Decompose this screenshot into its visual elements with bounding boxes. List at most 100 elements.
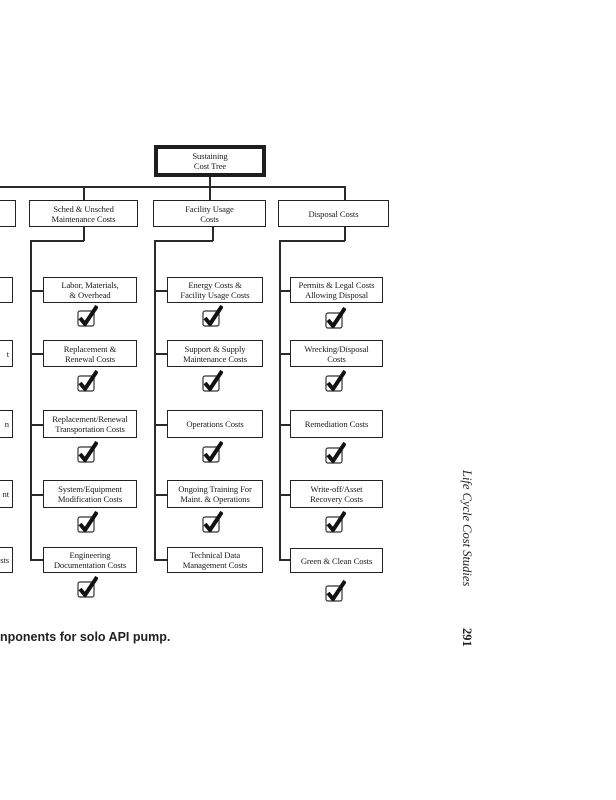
check-mark-icon [77,511,98,533]
connector-branch3-drop [344,186,346,200]
left-cut-box-5: sts [0,547,13,573]
item-text-line1: Permits & Legal Costs [298,280,375,290]
item-text-line1: Ongoing Training For [178,484,252,494]
check-mark-icon [77,370,98,392]
tick-c3-r5 [279,559,290,561]
tick-c2-r3 [154,424,167,426]
item-text-line1: Write-off/Asset [310,484,363,494]
item-text-line2: Maint. & Operations [180,494,250,504]
item-replacement-renewal-transportation: Replacement/Renewal Transportation Costs [43,410,137,438]
left-cut-text-4: nt [2,489,10,499]
branch-disposal-costs: Disposal Costs [278,200,389,227]
tick-c2-r2 [154,353,167,355]
connector-branch2-jog [154,240,213,242]
item-support-supply-maintenance: Support & Supply Maintenance Costs [167,340,263,367]
left-cut-box-2: t [0,340,13,367]
tick-c3-r3 [279,424,290,426]
connector-branch2-drop [209,186,211,200]
left-cut-text-3: n [4,419,9,429]
item-text-line1: Operations Costs [186,419,244,429]
item-technical-data-management: Technical Data Management Costs [167,547,263,573]
tick-c2-r1 [154,290,167,292]
item-text-line2: Transportation Costs [55,424,125,434]
check-mark-icon [77,305,98,327]
item-text-line2: Costs [327,353,346,364]
page-number: 291 [458,628,478,658]
tick-c3-r1 [279,290,290,292]
tick-c1-r4 [30,494,43,496]
check-mark-icon [77,441,98,463]
item-text-line1: Wrecking/Disposal [304,343,369,354]
tick-c1-r2 [30,353,43,355]
connector-branch1-jog [30,240,84,242]
trunk-branch1 [30,240,32,560]
left-cut-box-1 [0,277,13,303]
item-text-line1: System/Equipment [58,484,122,494]
connector-branch1-down [83,227,85,241]
item-green-clean-costs: Green & Clean Costs [290,548,383,573]
tick-c2-r4 [154,494,167,496]
item-text-line2: Maintenance Costs [183,353,247,364]
item-text-line2: Management Costs [182,560,248,570]
item-text-line1: Energy Costs & [188,280,242,290]
branch2-title-line1: Facility Usage [185,203,234,214]
item-wrecking-disposal-costs: Wrecking/Disposal Costs [290,340,383,367]
item-operations-costs: Operations Costs [167,410,263,438]
branch2-title-line2: Costs [200,213,219,224]
item-system-equipment-modification: System/Equipment Modification Costs [43,480,137,508]
check-mark-icon [325,370,346,392]
root-label-line2: Cost Tree [193,161,227,171]
item-text-line2: Modification Costs [57,494,123,504]
check-mark-icon [202,370,223,392]
item-text-line2: & Overhead [69,290,111,300]
check-mark-icon [202,511,223,533]
connector-branch1-drop [83,186,85,200]
connector-branch3-down [344,227,346,241]
check-mark-icon [77,576,98,598]
item-engineering-documentation: Engineering Documentation Costs [43,547,137,573]
item-ongoing-training: Ongoing Training For Maint. & Operations [167,480,263,508]
item-text-line1: Technical Data [189,550,241,560]
left-cut-box-3: n [0,410,13,438]
item-text-line1: Remediation Costs [304,419,369,429]
left-cut-text-2: t [6,348,9,359]
tick-c1-r5 [30,559,43,561]
check-mark-icon [202,441,223,463]
item-text-line1: Green & Clean Costs [300,555,373,566]
item-text-line1: Support & Supply [184,343,246,354]
left-cut-text-5: sts [0,555,9,565]
tick-c2-r5 [154,559,167,561]
branch3-title-line1: Disposal Costs [308,208,359,219]
check-mark-icon [202,305,223,327]
figure-caption: nponents for solo API pump. [0,630,171,644]
tick-c3-r4 [279,494,290,496]
trunk-branch3 [279,240,281,560]
item-text-line1: Engineering [69,550,111,560]
left-cut-box-0 [0,200,16,227]
root-label-line1: Sustaining [192,151,228,161]
trunk-branch2 [154,240,156,560]
item-text-line2: Allowing Disposal [305,290,368,300]
branch1-title-line1: Sched & Unsched [53,203,114,214]
item-write-off-asset-recovery: Write-off/Asset Recovery Costs [290,480,383,508]
branch-facility-usage-costs: Facility Usage Costs [153,200,266,227]
check-mark-icon [325,580,346,602]
check-mark-icon [325,511,346,533]
running-head: Life Cycle Cost Studies [456,470,476,610]
connector-root-horizontal [0,186,345,188]
check-mark-icon [325,442,346,464]
page-number-text: 291 [460,628,474,647]
item-text-line2: Renewal Costs [64,353,116,364]
left-cut-box-4: nt [0,480,13,508]
tick-c3-r2 [279,353,290,355]
item-text-line2: Facility Usage Costs [180,290,250,300]
branch1-title-line2: Maintenance Costs [51,213,116,224]
item-text-line1: Replacement/Renewal [52,414,128,424]
connector-branch2-down [212,227,214,241]
check-mark-icon [325,307,346,329]
running-head-text: Life Cycle Cost Studies [460,470,474,587]
root-node-sustaining-cost-tree: Sustaining Cost Tree [154,145,266,177]
tick-c1-r3 [30,424,43,426]
branch-maintenance-costs: Sched & Unsched Maintenance Costs [29,200,138,227]
item-text-line2: Recovery Costs [310,494,363,504]
